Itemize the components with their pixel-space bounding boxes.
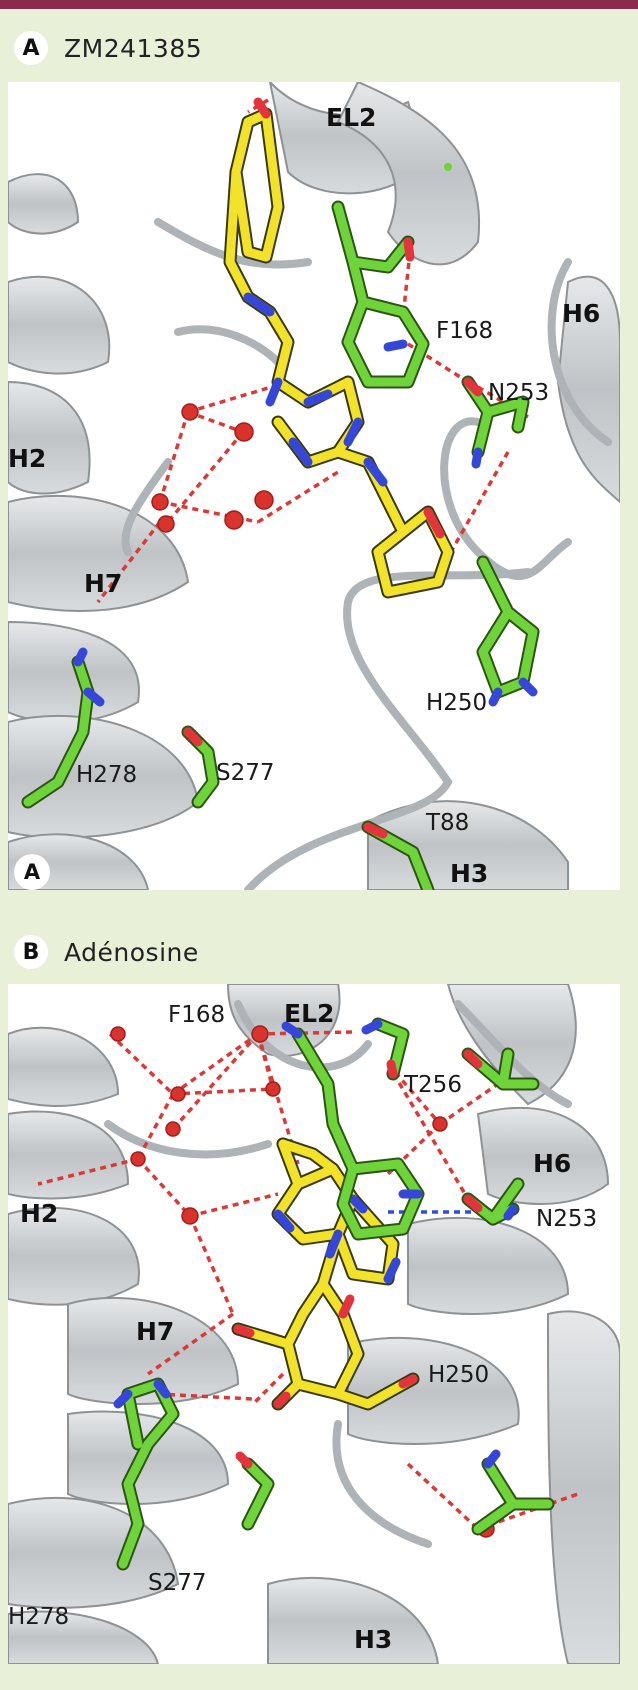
- residue-label-t256: T256: [403, 1072, 462, 1098]
- panel-a-structure: EL2 H6 H2 H7 H3 F168 N253 H250 H278 S277…: [8, 82, 620, 890]
- helix-label-h6: H6: [533, 1149, 571, 1178]
- residue-label-t88: T88: [425, 810, 469, 836]
- residue-label-f168: F168: [436, 318, 493, 344]
- panel-a-header: A ZM241385: [14, 30, 202, 66]
- helix-label-h7: H7: [136, 1317, 174, 1346]
- helix-label-h2: H2: [8, 444, 46, 473]
- water-molecules: [151, 403, 274, 533]
- residues: [113, 1017, 555, 1571]
- helix-label-el2: EL2: [326, 103, 376, 132]
- residue-label-h250: H250: [428, 1362, 489, 1388]
- panel-a-letter: A: [14, 31, 48, 65]
- loop-tubes: [121, 218, 612, 890]
- panel-a-title: ZM241385: [64, 33, 203, 63]
- panel-b-title: Adénosine: [64, 937, 199, 967]
- residues: [21, 200, 540, 890]
- residue-label-s277: S277: [148, 1570, 207, 1596]
- residue-label-s277: S277: [216, 760, 275, 786]
- residue-label-n253: N253: [536, 1206, 597, 1232]
- helix-label-h2: H2: [20, 1199, 58, 1228]
- residue-label-h278: H278: [76, 762, 137, 788]
- ligand-zm241385: [223, 97, 455, 599]
- panel-b-svg: F168 EL2 T256 H6 N253 H2 H7 H250 H278 S2…: [8, 984, 620, 1664]
- helix-label-h7: H7: [84, 569, 122, 598]
- residue-label-h250: H250: [426, 690, 487, 716]
- panel-b-header: B Adénosine: [14, 934, 199, 970]
- helix-label-el2: EL2: [284, 999, 334, 1028]
- helix-label-h3: H3: [450, 859, 488, 888]
- panel-a-svg: EL2 H6 H2 H7 H3 F168 N253 H250 H278 S277…: [8, 82, 620, 890]
- top-accent-bar: [0, 0, 638, 9]
- panel-b-letter: B: [14, 935, 48, 969]
- helix-label-h6: H6: [562, 299, 600, 328]
- residue-label-f168: F168: [168, 1002, 225, 1028]
- helix-label-h3: H3: [354, 1625, 392, 1654]
- panel-a-corner-letter: A: [14, 854, 50, 890]
- panel-b-structure: F168 EL2 T256 H6 N253 H2 H7 H250 H278 S2…: [8, 984, 620, 1664]
- residue-label-n253: N253: [488, 380, 549, 406]
- residue-label-h278: H278: [8, 1604, 69, 1630]
